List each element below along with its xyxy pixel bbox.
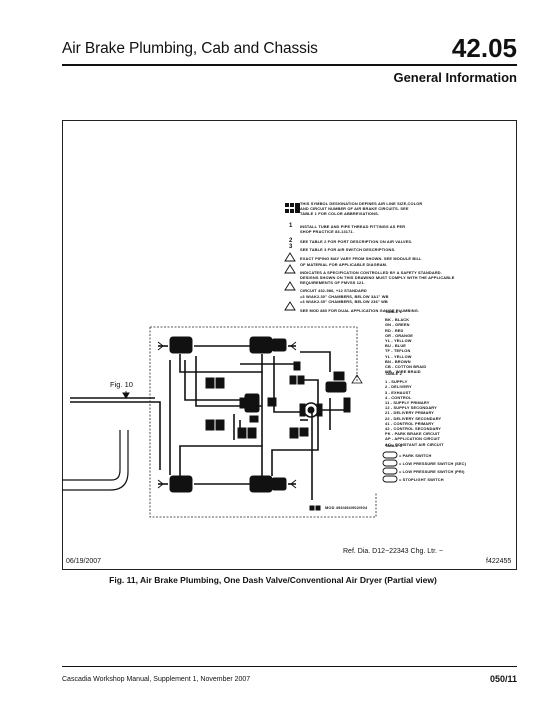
- legend-note: SEE MOD 880 FOR DUAL APPLICATION GAUGE P…: [300, 308, 420, 314]
- svg-text:1: 1: [289, 223, 293, 229]
- figure-frame: [62, 120, 517, 570]
- safety-warning-icon: [351, 374, 363, 384]
- table-row: YL - YELLOW: [385, 338, 412, 344]
- legend-symbol-markers: 1 2 3: [284, 203, 300, 311]
- fig-10-callout: Fig. 10: [110, 380, 133, 389]
- legend-note: DESIGNS SHOWN ON THIS DRAWING MUST COMPL…: [300, 275, 455, 281]
- table-row: YL - YELLOW: [385, 353, 412, 359]
- svg-text:2: 2: [289, 238, 293, 244]
- section-subtitle: General Information: [393, 70, 517, 85]
- table-row: 41 - CONTROL PRIMARY: [385, 420, 434, 426]
- section-title: Air Brake Plumbing, Cab and Chassis: [62, 40, 318, 57]
- table-row: PK - PARK BRAKE CIRCUIT: [385, 431, 440, 437]
- svg-text:3: 3: [289, 244, 293, 250]
- legend-note: OF MATERIAL FOR APPLICABLE DIAGRAM.: [300, 261, 388, 267]
- table-row: AP - APPLICATION CIRCUIT: [385, 436, 441, 442]
- table-row: 2 - DELIVERY: [385, 384, 412, 390]
- legend-note: CIRCUIT 432-986, +12 STANDARD: [300, 288, 367, 294]
- legend-note: THIS SYMBOL DESIGNATION DEFINES AIR LINE…: [300, 201, 423, 206]
- footer-manual-title: Cascadia Workshop Manual, Supplement 1, …: [62, 676, 251, 683]
- table-row: = LOW PRESSURE SWITCH (PRI): [399, 469, 465, 474]
- table-row: 11 - SUPPLY PRIMARY: [385, 400, 430, 406]
- legend-note: =3 W/AK2.30" CHAMBERS, BELOW 3A1" WB: [300, 293, 389, 299]
- figure-id: f422455: [486, 558, 512, 565]
- legend-note: AND CIRCUIT NUMBER OF AIR BRAKE CIRCUITS…: [300, 206, 409, 212]
- mod-label: MOD 493/494/902/904: [325, 505, 368, 510]
- table-row: 42 - CONTROL SECONDARY: [385, 426, 442, 432]
- table-row: = STOPLIGHT SWITCH: [399, 477, 444, 482]
- table-row: 1 - SUPPLY: [385, 379, 408, 385]
- figure-date: 06/19/2007: [66, 558, 102, 565]
- module-boundary-bottom: [149, 327, 377, 518]
- brake-chambers: [157, 336, 297, 493]
- table-title: TABLE 2: [385, 371, 402, 376]
- table-row: AC - CONSTANT AIR CIRCUIT: [385, 441, 444, 447]
- table-row: RD - RED: [385, 327, 404, 333]
- fig10-arrow: [122, 391, 130, 399]
- road-curves: [62, 430, 129, 491]
- table-row: 21 - DELIVERY PRIMARY: [385, 410, 435, 416]
- table-row: BK - BLACK: [385, 317, 410, 323]
- legend-note: SHOP PRACTICE 83-13171.: [300, 228, 354, 234]
- legend-note: SEE TABLE 2 FOR PORT DESCRIPTION ON AIR …: [300, 239, 413, 245]
- legend-note: REQUIREMENTS OF FMVSS 121.: [300, 280, 365, 286]
- section-number: 42.05: [451, 33, 517, 63]
- table-row: WB - WIRE BRAID: [385, 369, 421, 375]
- table-row: BN - BROWN: [385, 358, 411, 364]
- table-row: 3 - EXHAUST: [385, 389, 411, 395]
- legend-note: INSTALL TUBE AND PIPE THREAD FITTINGS AS…: [300, 223, 406, 229]
- header-rule: [62, 64, 517, 66]
- table-row: = LOW PRESSURE SWITCH (SEC): [399, 461, 467, 466]
- table-2-port-descriptions: TABLE 2 1 - SUPPLY 2 - DELIVERY 3 - EXHA…: [385, 371, 444, 447]
- table-title: TABLE 1: [385, 309, 402, 314]
- table-1-color-codes: TABLE 1 BK - BLACK GN - GREEN RD - RED O…: [385, 309, 426, 374]
- page-number: 050/11: [489, 674, 517, 684]
- table-row: 22 - DELIVERY SECONDARY: [385, 415, 442, 421]
- table-3-title: TABLE 3: [385, 443, 402, 448]
- figure-caption: Fig. 11, Air Brake Plumbing, One Dash Va…: [109, 575, 437, 585]
- table-row: TF - TEFLON: [385, 348, 411, 354]
- legend-note: SEE TABLE 3 FOR AIR SWITCH DESCRIPTIONS.: [300, 247, 396, 253]
- legend-note: EXACT PIPING MAY VARY FROM SHOWN. SEE MO…: [300, 256, 422, 262]
- legend-note: TABLE 1 FOR COLOR ABBREVIATIONS.: [300, 211, 380, 217]
- table-row: BU - BLUE: [385, 343, 407, 349]
- legend-note: =3 W/AK2.35" CHAMBERS, BELOW 236" WB: [300, 298, 388, 304]
- air-lines: [70, 345, 345, 500]
- table3-switch-symbols: [382, 451, 398, 483]
- table-row: OR - ORANGE: [385, 332, 414, 338]
- table-row: = PARK SWITCH: [399, 453, 432, 458]
- table-row: GN - GREEN: [385, 322, 410, 328]
- table-row: CB - COTTON BRAID: [385, 364, 427, 370]
- footer-rule: [62, 666, 517, 667]
- valves-and-fittings: [205, 361, 351, 511]
- table-row: 12 - SUPPLY SECONDARY: [385, 405, 437, 411]
- legend-note: INDICATES A SPECIFICATION CONTROLLED BY …: [300, 269, 442, 275]
- table-row: 4 - CONTROL: [385, 394, 412, 400]
- table-3-switch-descriptions: = PARK SWITCH = LOW PRESSURE SWITCH (SEC…: [399, 452, 466, 484]
- reference-diagram: Ref. Dia. D12−22343 Chg. Ltr. −: [343, 548, 444, 555]
- module-boundary-top: [150, 326, 358, 382]
- legend-notes: THIS SYMBOL DESIGNATION DEFINES AIR LINE…: [300, 201, 500, 313]
